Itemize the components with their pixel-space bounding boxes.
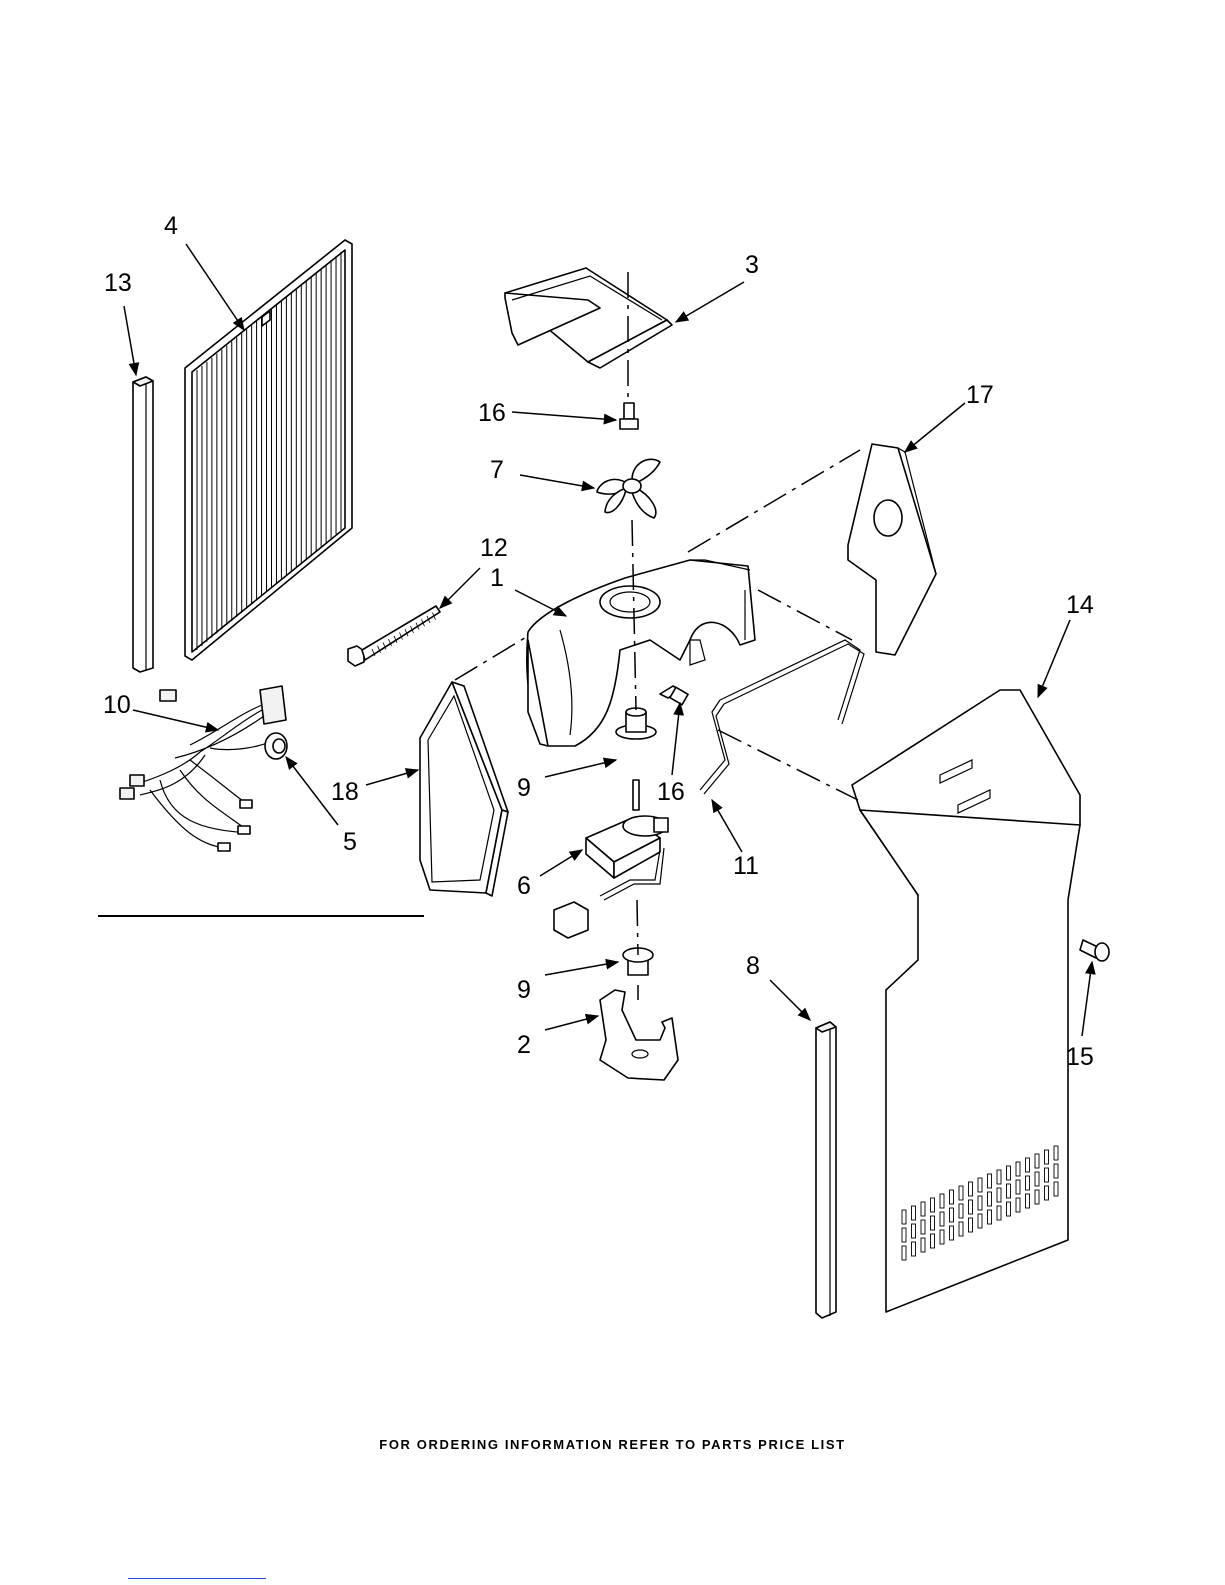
panel-vent-slot — [1054, 1182, 1058, 1196]
panel-vent-slot — [1007, 1202, 1011, 1216]
callout-3: 3 — [745, 251, 759, 279]
panel-vent-slot — [1035, 1154, 1039, 1168]
part-12-cable-tie — [348, 606, 440, 666]
part-2-motor-bracket — [600, 990, 678, 1080]
panel-vent-slot — [988, 1210, 992, 1224]
callout-13: 13 — [104, 269, 132, 297]
panel-vent-slot — [931, 1234, 935, 1248]
panel-vent-slot — [978, 1214, 982, 1228]
panel-vent-slot — [997, 1170, 1001, 1184]
callout-9-lower: 9 — [517, 976, 531, 1004]
part-3-bracket — [505, 268, 672, 368]
part-16-screw-top — [620, 403, 638, 429]
callout-16-mid: 16 — [657, 778, 685, 806]
panel-vent-slot — [969, 1218, 973, 1232]
part-15-screw — [1080, 940, 1109, 961]
callout-7: 7 — [490, 456, 504, 484]
panel-vent-slot — [940, 1230, 944, 1244]
panel-vent-slot — [997, 1206, 1001, 1220]
part-6-fan-motor — [554, 780, 668, 938]
part-9-grommet-upper — [616, 708, 656, 739]
panel-vent-slot — [1016, 1162, 1020, 1176]
panel-vent-slot — [940, 1212, 944, 1226]
panel-vent-slot — [969, 1182, 973, 1196]
part-16-screw-mid — [660, 686, 688, 705]
panel-vent-slot — [902, 1246, 906, 1260]
panel-vent-slot — [1035, 1172, 1039, 1186]
bottom-link-underline — [128, 1578, 266, 1579]
panel-vent-slot — [997, 1188, 1001, 1202]
panel-vent-slot — [1007, 1184, 1011, 1198]
panel-vent-slot — [921, 1220, 925, 1234]
panel-vent-slot — [912, 1224, 916, 1238]
callout-17: 17 — [966, 381, 994, 409]
panel-vent-slot — [1045, 1168, 1049, 1182]
panel-vent-slot — [1035, 1190, 1039, 1204]
panel-vent-slot — [950, 1226, 954, 1240]
part-18-baffle-left — [420, 682, 508, 896]
panel-vent-slot — [988, 1174, 992, 1188]
callout-1: 1 — [490, 564, 504, 592]
panel-vent-slot — [921, 1238, 925, 1252]
panel-vent-slot — [1016, 1198, 1020, 1212]
callout-15: 15 — [1066, 1043, 1094, 1071]
panel-vent-slot — [1007, 1166, 1011, 1180]
panel-vent-slot — [912, 1206, 916, 1220]
panel-vent-slot — [902, 1210, 906, 1224]
callout-16-top: 16 — [478, 399, 506, 427]
panel-vent-slot — [1045, 1186, 1049, 1200]
callout-8: 8 — [746, 952, 760, 980]
panel-vent-slot — [912, 1242, 916, 1256]
panel-vent-slot — [978, 1178, 982, 1192]
callout-14: 14 — [1066, 591, 1094, 619]
panel-vent-slot — [902, 1228, 906, 1242]
panel-vent-slot — [959, 1186, 963, 1200]
panel-vent-slot — [931, 1216, 935, 1230]
callout-6: 6 — [517, 872, 531, 900]
panel-vent-slot — [931, 1198, 935, 1212]
panel-vent-slot — [940, 1194, 944, 1208]
panel-vent-slot — [1045, 1150, 1049, 1164]
panel-vent-slot — [921, 1202, 925, 1216]
panel-vent-slot — [988, 1192, 992, 1206]
callout-5: 5 — [343, 828, 357, 856]
panel-vent-slot — [1054, 1146, 1058, 1160]
callout-2: 2 — [517, 1031, 531, 1059]
part-8-foam-strip — [816, 1022, 836, 1318]
part-10-wire-harness — [120, 686, 286, 851]
panel-vent-slot — [950, 1208, 954, 1222]
panel-vent-slot — [978, 1196, 982, 1210]
panel-vent-slot — [1026, 1176, 1030, 1190]
callout-18: 18 — [331, 778, 359, 806]
callout-10: 10 — [103, 691, 131, 719]
part-11-wire-bracket — [700, 640, 864, 794]
callout-11: 11 — [733, 852, 759, 880]
panel-vent-slot — [1026, 1158, 1030, 1172]
panel-vent-slot — [1054, 1164, 1058, 1178]
panel-vent-slot — [959, 1222, 963, 1236]
callout-4: 4 — [164, 212, 178, 240]
panel-vent-slot — [959, 1204, 963, 1218]
part-17-baffle-right — [848, 444, 936, 655]
callout-9-upper: 9 — [517, 774, 531, 802]
panel-vent-slot — [1016, 1180, 1020, 1194]
ordering-information-note: FOR ORDERING INFORMATION REFER TO PARTS … — [0, 1437, 1225, 1452]
panel-vent-slot — [950, 1190, 954, 1204]
part-4-evaporator-cover — [185, 240, 352, 660]
part-7-fan-blade — [597, 459, 660, 518]
panel-vent-slot — [1026, 1194, 1030, 1208]
callout-12: 12 — [480, 534, 508, 562]
panel-vent-slot — [969, 1200, 973, 1214]
part-13-foam-strip — [133, 377, 153, 672]
part-5-thermistor — [265, 733, 287, 759]
part-14-rear-panel — [852, 690, 1080, 1312]
